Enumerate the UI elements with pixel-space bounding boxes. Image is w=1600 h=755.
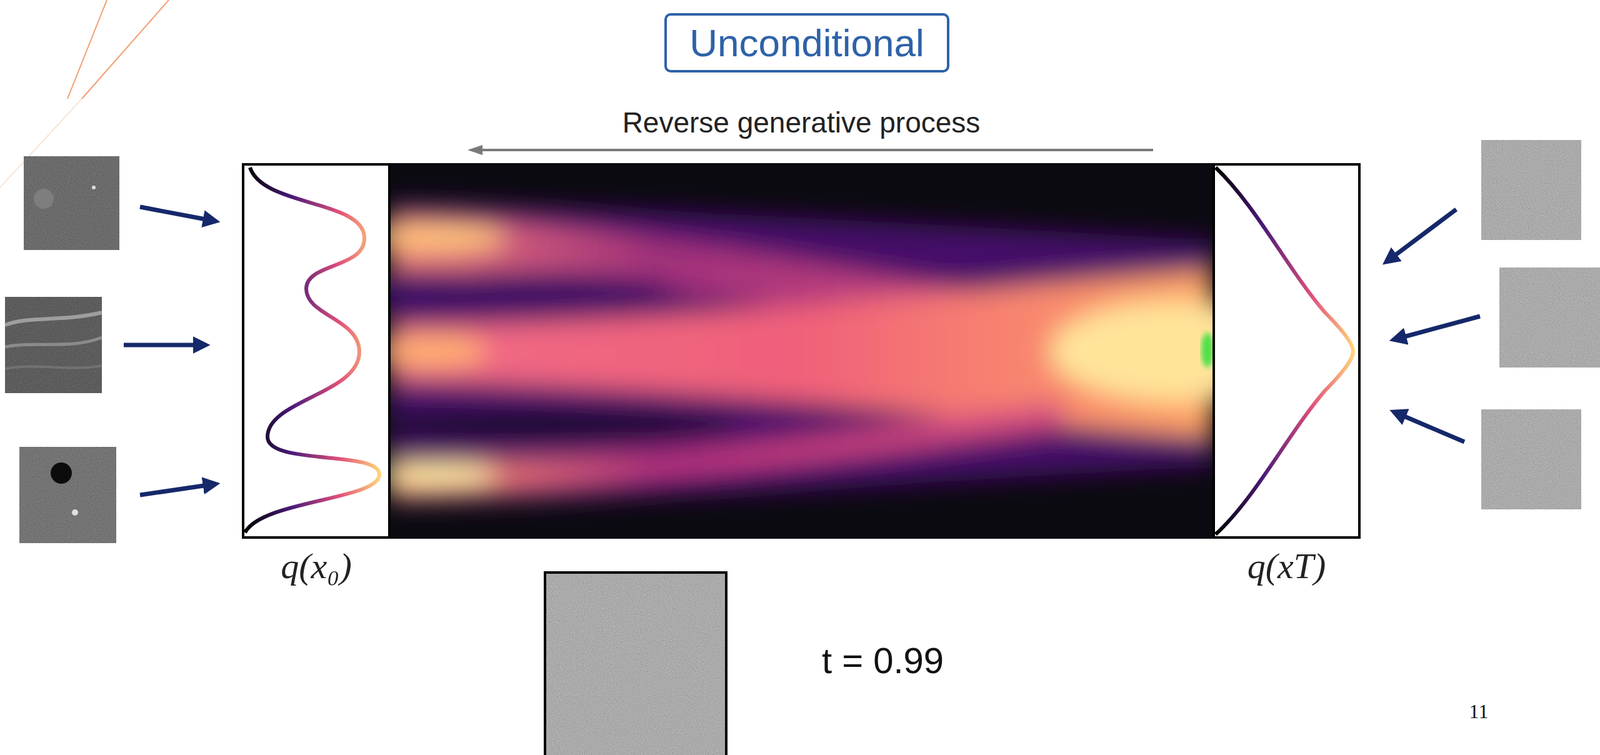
decor-line bbox=[67, 0, 107, 99]
page-number: 11 bbox=[1469, 700, 1489, 724]
distribution-label: q(xT) bbox=[1247, 545, 1327, 587]
density-heatmap bbox=[390, 163, 1213, 539]
process-label: Reverse generative process bbox=[622, 105, 981, 140]
process-arrow bbox=[475, 148, 1154, 152]
ultrasound-image bbox=[23, 156, 120, 250]
noise-image bbox=[1481, 140, 1600, 510]
ultrasound-image bbox=[5, 296, 102, 394]
title-box: Unconditional bbox=[664, 13, 950, 73]
density-curve bbox=[245, 167, 380, 533]
input-arrow bbox=[123, 206, 1480, 495]
density-box: q(xT) bbox=[1212, 163, 1361, 539]
distribution-label: q(x₀) bbox=[280, 545, 352, 587]
density-box: q(x₀) bbox=[241, 163, 391, 539]
ultrasound-image bbox=[19, 446, 117, 544]
density-curve bbox=[1215, 167, 1354, 535]
time-label: t = 0.99 bbox=[821, 639, 944, 682]
noise-sample bbox=[545, 572, 727, 755]
decor-line bbox=[81, 0, 169, 99]
